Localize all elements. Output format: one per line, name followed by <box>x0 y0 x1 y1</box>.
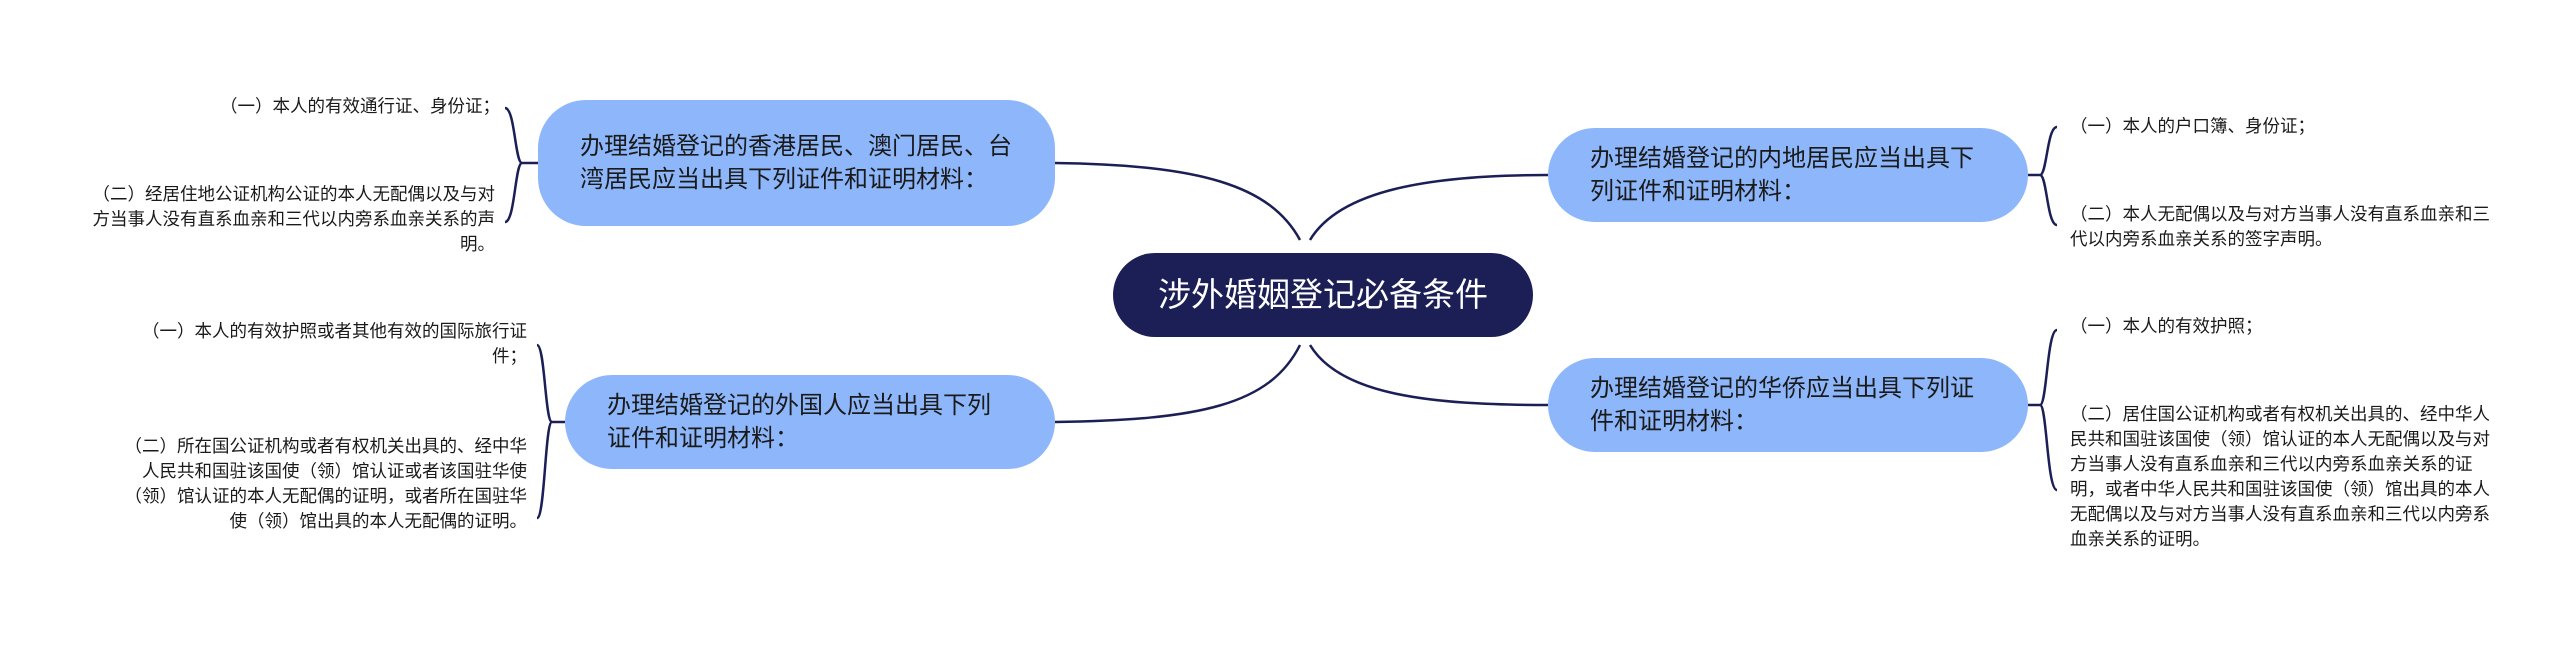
edge-hk-leaves <box>504 106 538 224</box>
leaf-mainland-2: （二）本人无配偶以及与对方当事人没有直系血亲和三代以内旁系血亲关系的签字声明。 <box>2070 205 2490 250</box>
leaf-foreign-2: （二）所在国公证机构或者有权机关出具的、经中华人民共和国驻该国使（领）馆认证或者… <box>124 437 528 532</box>
leaf-overseas-1: （一）本人的有效护照； <box>2070 317 2263 337</box>
leaf-foreign-1: （一）本人的有效护照或者其他有效的国际旅行证件； <box>142 322 527 367</box>
branch-foreigner[interactable]: 办理结婚登记的外国人应当出具下列证件和证明材料： <box>565 375 1055 469</box>
edge-overseas-leaves <box>2028 328 2059 492</box>
leaf-hk-2: （二）经居住地公证机构公证的本人无配偶以及与对方当事人没有直系血亲和三代以内旁系… <box>92 185 496 255</box>
edge-foreign-leaves <box>535 343 565 520</box>
branch-label: 办理结婚登记的香港居民、澳门居民、台湾居民应当出具下列证件和证明材料： <box>580 132 1012 193</box>
edge-center-foreign <box>1054 344 1302 424</box>
leaf-hk-1: （一）本人的有效通行证、身份证； <box>220 97 500 117</box>
branch-label: 办理结婚登记的外国人应当出具下列证件和证明材料： <box>607 391 991 452</box>
branch-label: 办理结婚登记的内地居民应当出具下列证件和证明材料： <box>1590 144 1974 205</box>
leaf-mainland-1: （一）本人的户口簿、身份证； <box>2070 117 2315 137</box>
branch-mainland[interactable]: 办理结婚登记的内地居民应当出具下列证件和证明材料： <box>1548 128 2028 222</box>
branch-hk-macao-taiwan[interactable]: 办理结婚登记的香港居民、澳门居民、台湾居民应当出具下列证件和证明材料： <box>538 100 1055 226</box>
branch-label: 办理结婚登记的华侨应当出具下列证件和证明材料： <box>1590 374 1974 435</box>
edge-mainland-leaves <box>2028 125 2058 227</box>
edge-center-overseas <box>1308 344 1549 407</box>
edge-center-mainland <box>1308 173 1549 241</box>
branch-overseas-chinese[interactable]: 办理结婚登记的华侨应当出具下列证件和证明材料： <box>1548 358 2028 452</box>
edge-center-hk <box>1054 161 1302 241</box>
center-topic[interactable]: 涉外婚姻登记必备条件 <box>1113 253 1533 337</box>
leaf-overseas-2: （二）居住国公证机构或者有权机关出具的、经中华人民共和国驻该国使（领）馆认证的本… <box>2070 405 2490 550</box>
